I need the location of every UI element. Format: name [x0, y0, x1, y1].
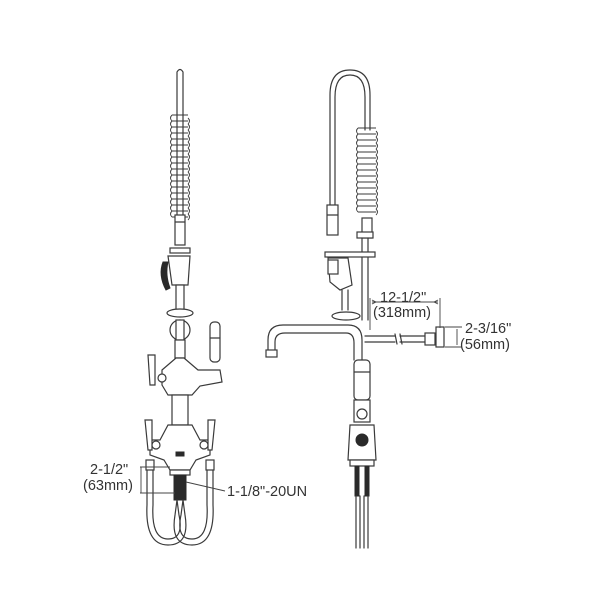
side-view: [265, 69, 445, 549]
side-dimensions: [369, 298, 462, 348]
spout-reach-metric: (318mm): [373, 305, 432, 321]
shank-length-metric: (63mm): [83, 478, 133, 494]
front-view: [144, 68, 223, 546]
front-dimensions: [140, 466, 226, 494]
thread-spec-label: 1-1/8"-20UN: [227, 484, 308, 500]
bracket-height-imperial: 2-3/16": [465, 321, 512, 337]
spring-icon: [170, 114, 190, 221]
spout-reach-imperial: 12-1/2": [380, 290, 427, 306]
bracket-height-metric: (56mm): [460, 337, 510, 353]
spring-icon: [356, 127, 378, 216]
shank-length-imperial: 2-1/2": [90, 462, 129, 478]
